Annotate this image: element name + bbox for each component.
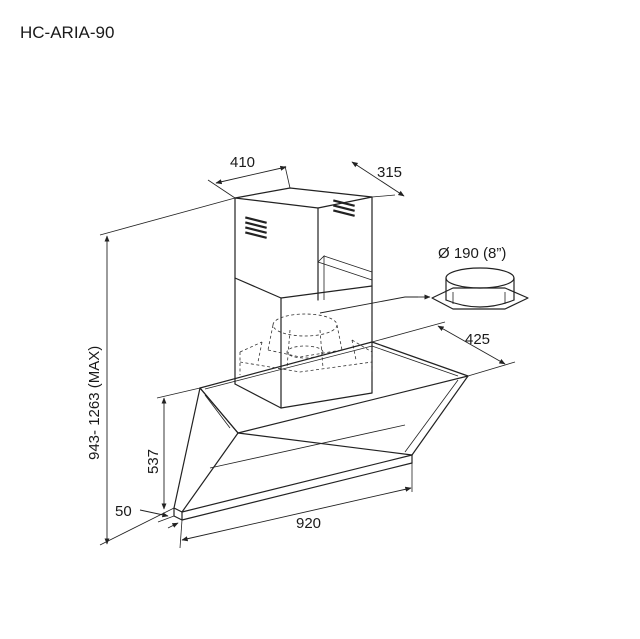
duct-collar-detail: [431, 267, 529, 310]
label-chimney-depth: 315: [377, 164, 402, 181]
dim-total-height: 943- 1263 (MAX): [86, 197, 236, 546]
model-title: HC-ARIA-90: [20, 23, 114, 42]
dim-hood-height: 537: [145, 387, 201, 510]
internal-duct-outline: [239, 313, 373, 375]
vent-slots-right: [333, 199, 355, 217]
label-total-height: 943- 1263 (MAX): [86, 346, 103, 460]
dim-hood-width: 920: [179, 463, 413, 549]
dim-front-edge: 50: [115, 503, 179, 529]
label-hood-height: 537: [145, 449, 162, 474]
label-hood-width: 920: [296, 515, 321, 532]
dim-hood-depth: 425: [371, 321, 516, 377]
label-chimney-width: 410: [230, 154, 255, 171]
dim-chimney-depth: 315: [351, 161, 405, 198]
label-hood-depth: 425: [465, 331, 490, 348]
label-duct-diameter: Ø 190 (8”): [438, 245, 506, 262]
dim-chimney-width: 410: [207, 154, 291, 199]
vent-slots-left: [245, 216, 267, 239]
label-front-edge: 50: [115, 503, 132, 520]
chimney: [234, 187, 373, 409]
collar-leader: [319, 296, 418, 314]
hood-body: [173, 341, 469, 521]
